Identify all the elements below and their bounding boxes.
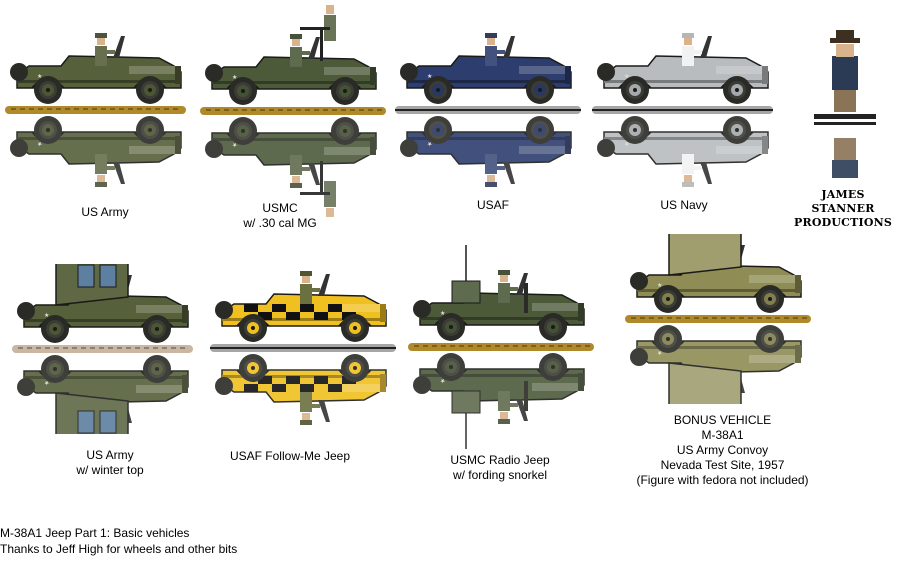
- svg-text:★: ★: [657, 282, 662, 289]
- svg-text:★: ★: [440, 310, 445, 317]
- caption-us-navy: US Navy: [660, 198, 708, 212]
- svg-text:★: ★: [657, 349, 662, 356]
- caption-usaf: USAF: [476, 198, 509, 212]
- caption-bonus-vehicle: BONUS VEHICLE M-38A1 US Army Convoy Neva…: [636, 413, 809, 487]
- usmc-radio-jeep: ★★: [408, 245, 594, 449]
- us-navy-jeep: ★★: [592, 33, 773, 187]
- caption-us-army: US Army: [81, 205, 129, 219]
- us-army-winter-jeep: ★★: [12, 264, 193, 434]
- svg-text:★: ★: [37, 73, 42, 80]
- credits-text: M-38A1 Jeep Part 1: Basic vehicles Thank…: [0, 526, 238, 556]
- caption-usmc-radio: USMC Radio Jeep w/ fording snorkel: [450, 453, 550, 482]
- caption-usmc-mg: USMC w/ .30 cal MG: [243, 201, 317, 230]
- svg-text:★: ★: [427, 73, 432, 80]
- caption-usaf-follow-me: USAF Follow-Me Jeep: [229, 449, 351, 463]
- svg-text:★: ★: [44, 379, 49, 386]
- svg-text:★: ★: [232, 74, 237, 81]
- caption-us-army-winter: US Army w/ winter top: [76, 448, 144, 477]
- svg-text:★: ★: [440, 377, 445, 384]
- us-army-jeep: ★★: [5, 33, 186, 187]
- usaf-follow-me-jeep: [210, 271, 396, 425]
- usaf-jeep: ★★: [395, 33, 581, 187]
- svg-text:★: ★: [44, 312, 49, 319]
- svg-text:★: ★: [624, 73, 629, 80]
- svg-text:★: ★: [624, 140, 629, 147]
- m38a1-convoy-jeep: ★★: [625, 234, 811, 404]
- svg-text:★: ★: [427, 140, 432, 147]
- svg-text:★: ★: [37, 140, 42, 147]
- studio-logo: JAMES STANNER PRODUCTIONS: [794, 188, 892, 229]
- fedora-figure: [814, 30, 876, 178]
- svg-text:★: ★: [232, 141, 237, 148]
- usmc-mg-jeep: ★★: [200, 5, 386, 217]
